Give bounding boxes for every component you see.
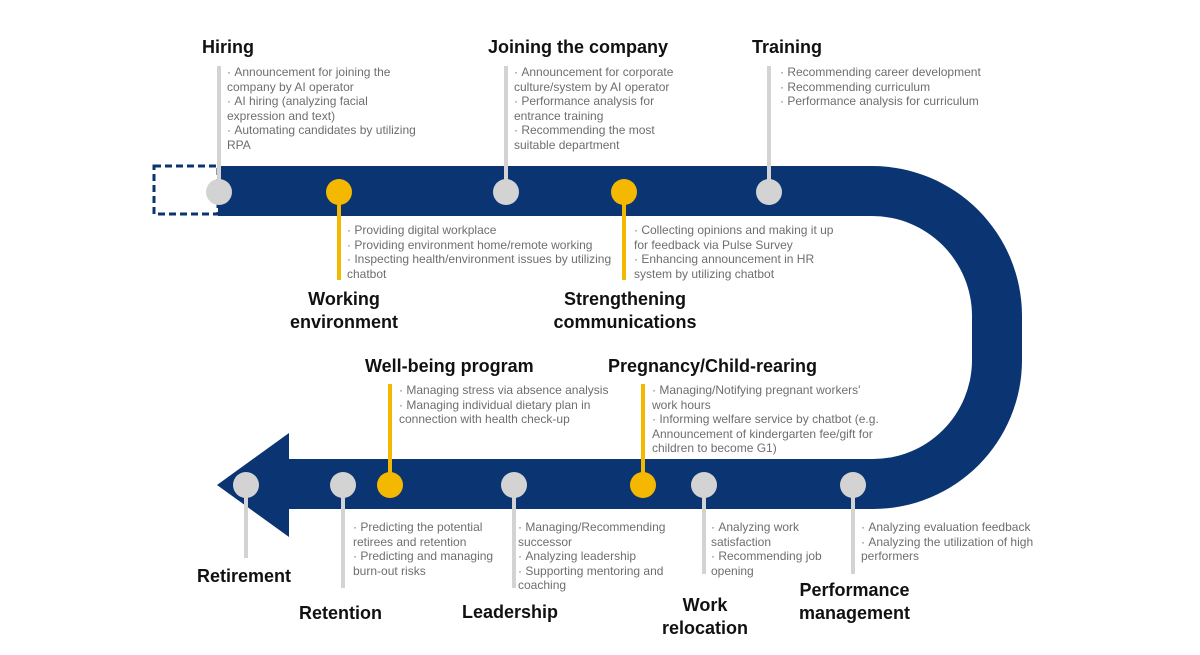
wellbeing-dot bbox=[377, 472, 403, 498]
communications-title: Strengthening communications bbox=[553, 289, 697, 332]
leadership-item: Managing/Recommending successor bbox=[518, 520, 693, 549]
joining-item: Recommending the most suitable departmen… bbox=[514, 123, 699, 152]
leadership-item: Analyzing leadership bbox=[518, 549, 693, 564]
relocation-item: Analyzing work satisfaction bbox=[711, 520, 841, 549]
retention-item: Predicting the potential retirees and re… bbox=[353, 520, 503, 549]
hiring-item: Announcement for joining the company by … bbox=[227, 65, 417, 94]
leadership-item: Supporting mentoring and coaching bbox=[518, 564, 693, 593]
working-environment-title: Working environment bbox=[289, 289, 399, 332]
joining-item: Announcement for corporate culture/syste… bbox=[514, 65, 699, 94]
leadership-dot bbox=[501, 472, 527, 498]
performance-item: Analyzing the utilization of high perfor… bbox=[861, 535, 1036, 564]
working-environment-item: Providing digital workplace bbox=[347, 223, 622, 238]
joining-dot bbox=[493, 179, 519, 205]
performance-description: Analyzing evaluation feedback Analyzing … bbox=[861, 520, 1036, 564]
training-item: Recommending curriculum bbox=[780, 80, 1010, 95]
communications-dot bbox=[611, 179, 637, 205]
communications-item: Enhancing announcement in HR system by u… bbox=[634, 252, 844, 281]
hiring-description: Announcement for joining the company by … bbox=[227, 65, 417, 152]
joining-item: Performance analysis for entrance traini… bbox=[514, 94, 699, 123]
wellbeing-description: Managing stress via absence analysis Man… bbox=[399, 383, 634, 427]
pregnancy-title: Pregnancy/Child-rearing bbox=[608, 356, 818, 376]
working-environment-item: Providing environment home/remote workin… bbox=[347, 238, 622, 253]
wellbeing-item: Managing individual dietary plan in conn… bbox=[399, 398, 634, 427]
training-item: Recommending career development bbox=[780, 65, 1010, 80]
working-environment-item: Inspecting health/environment issues by … bbox=[347, 252, 622, 281]
retention-dot bbox=[330, 472, 356, 498]
training-title: Training bbox=[752, 37, 823, 57]
communications-item: Collecting opinions and making it up for… bbox=[634, 223, 844, 252]
performance-item: Analyzing evaluation feedback bbox=[861, 520, 1036, 535]
hiring-item: Automating candidates by utilizing RPA bbox=[227, 123, 417, 152]
leadership-title: Leadership bbox=[462, 602, 559, 622]
relocation-title: Work relocation bbox=[661, 595, 749, 638]
joining-title: Joining the company bbox=[488, 37, 669, 57]
pregnancy-description: Managing/Notifying pregnant workers' wor… bbox=[652, 383, 882, 456]
leadership-description: Managing/Recommending successor Analyzin… bbox=[518, 520, 693, 593]
joining-description: Announcement for corporate culture/syste… bbox=[514, 65, 699, 152]
working-environment-dot bbox=[326, 179, 352, 205]
wellbeing-title: Well-being program bbox=[365, 356, 534, 376]
training-description: Recommending career development Recommen… bbox=[780, 65, 1010, 109]
relocation-description: Analyzing work satisfaction Recommending… bbox=[711, 520, 841, 578]
retirement-title: Retirement bbox=[197, 566, 292, 586]
hiring-dot bbox=[206, 179, 232, 205]
communications-description: Collecting opinions and making it up for… bbox=[634, 223, 844, 281]
retention-description: Predicting the potential retirees and re… bbox=[353, 520, 503, 578]
working-environment-description: Providing digital workplace Providing en… bbox=[347, 223, 622, 281]
hiring-item: AI hiring (analyzing facial expression a… bbox=[227, 94, 417, 123]
retention-title: Retention bbox=[299, 603, 382, 623]
performance-dot bbox=[840, 472, 866, 498]
journey-road bbox=[217, 166, 1022, 537]
training-dot bbox=[756, 179, 782, 205]
pregnancy-dot bbox=[630, 472, 656, 498]
training-item: Performance analysis for curriculum bbox=[780, 94, 1010, 109]
relocation-dot bbox=[691, 472, 717, 498]
pregnancy-item: Managing/Notifying pregnant workers' wor… bbox=[652, 383, 882, 412]
retention-item: Predicting and managing burn-out risks bbox=[353, 549, 503, 578]
retirement-dot bbox=[233, 472, 259, 498]
wellbeing-item: Managing stress via absence analysis bbox=[399, 383, 634, 398]
performance-title: Performance management bbox=[798, 580, 911, 623]
pregnancy-item: Informing welfare service by chatbot (e.… bbox=[652, 412, 882, 456]
hiring-title: Hiring bbox=[202, 37, 254, 57]
relocation-item: Recommending job opening bbox=[711, 549, 841, 578]
